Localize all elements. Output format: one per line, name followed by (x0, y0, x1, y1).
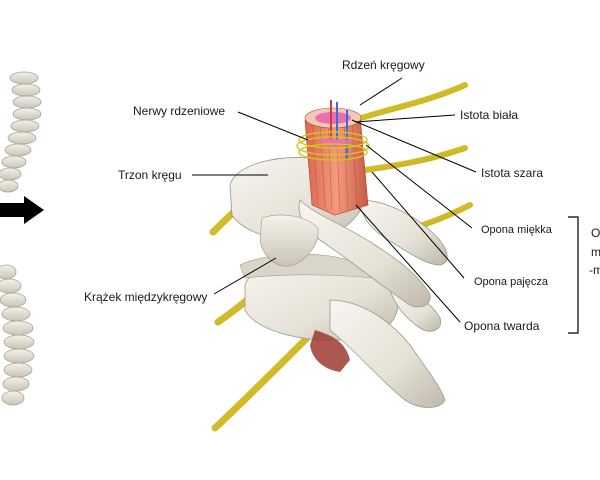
label-istota-biala: Istota biała (460, 108, 519, 122)
label-trzon-kregu: Trzon kręgu (118, 168, 182, 182)
label-krazek-miedzykregowy: Krążek międzykręgowy (84, 290, 208, 304)
bracket-text-line2: m (591, 245, 600, 259)
label-istota-szara: Istota szara (481, 166, 544, 180)
arrow-right-icon (0, 196, 44, 224)
bracket-text-line1: O (591, 226, 600, 240)
label-opona-twarda: Opona twarda (464, 319, 540, 333)
label-opona-pajecza: Opona pajęcza (474, 276, 548, 288)
meninges-bracket (568, 216, 579, 334)
spinal-cord-column (296, 100, 370, 216)
label-opona-miekka: Opona miękka (481, 224, 552, 236)
bracket-text-line3: -m (589, 263, 600, 277)
label-rdzen-kregowy: Rdzeń kręgowy (342, 58, 425, 72)
leader-lines (192, 77, 477, 323)
whole-spine-icon (0, 71, 42, 406)
label-nerwy-rdzeniowe: Nerwy rdzeniowe (133, 104, 226, 118)
